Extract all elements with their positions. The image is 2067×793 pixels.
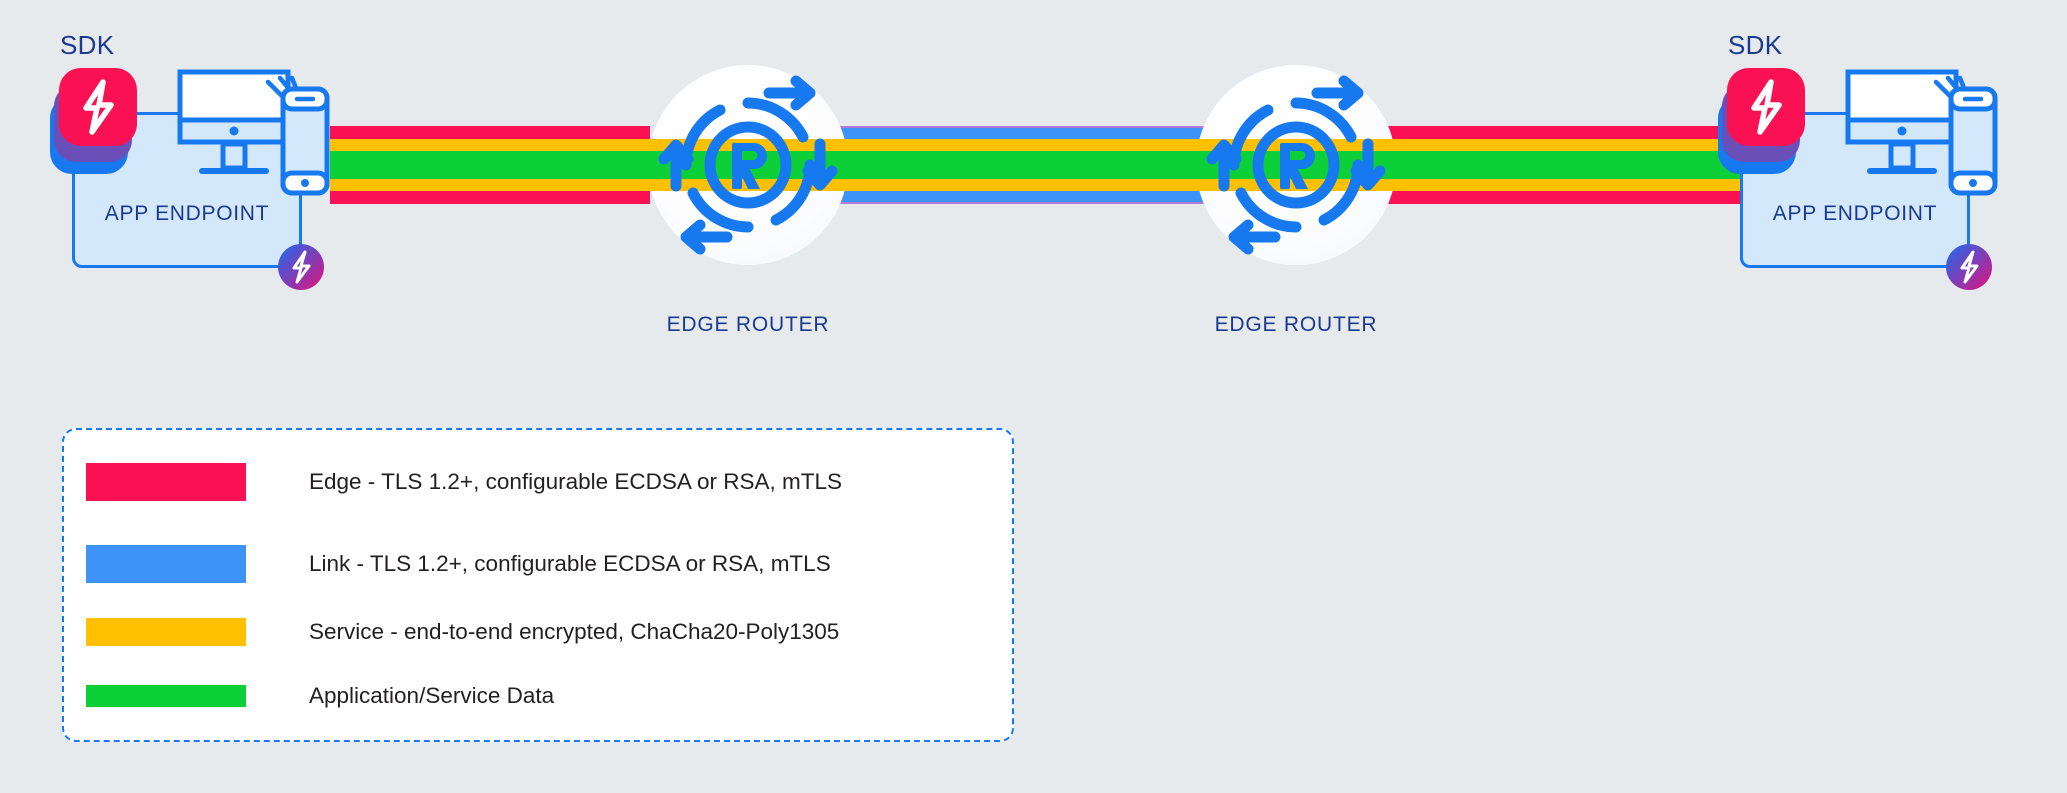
endpoint-right-devices xyxy=(1844,68,1994,193)
endpoint-right-label: APP ENDPOINT xyxy=(1772,202,1938,225)
ziti-bolt-badge-icon xyxy=(1946,244,1992,290)
stripe-data-green xyxy=(800,151,1220,179)
lightning-bolt-icon xyxy=(1751,79,1782,135)
lightning-bolt-icon xyxy=(83,79,114,135)
endpoint-left-devices xyxy=(176,68,326,193)
endpoint-left-phone xyxy=(280,86,330,201)
router-right-icon-wrap xyxy=(1196,65,1396,265)
stripe-link-blue-bottom xyxy=(800,191,1220,202)
router-left-icon-wrap xyxy=(648,65,848,265)
endpoint-left-badge xyxy=(277,243,325,291)
connection-link-middle xyxy=(800,126,1220,204)
stripe-edge-red-top xyxy=(1370,126,1740,139)
endpoint-left-sdk-stack xyxy=(50,62,150,174)
router-letter-r xyxy=(1280,143,1315,189)
legend-label-link: Link - TLS 1.2+, configurable ECDSA or R… xyxy=(309,551,831,576)
legend-swatch-edge xyxy=(86,463,246,501)
desktop-monitor-icon xyxy=(1845,69,1967,174)
legend-label-service: Service - end-to-end encrypted, ChaCha20… xyxy=(309,619,840,644)
stripe-service-yellow-bottom xyxy=(330,179,650,191)
stripe-service-yellow-top xyxy=(330,139,650,151)
mobile-phone-icon xyxy=(1948,86,1998,196)
legend-item: Link - TLS 1.2+, configurable ECDSA or R… xyxy=(86,545,831,583)
legend-swatch-data xyxy=(86,685,246,707)
stripe-service-yellow-bottom xyxy=(800,179,1220,191)
stripe-data-green xyxy=(330,151,650,179)
ziti-bolt-badge-icon xyxy=(278,244,324,290)
connection-edge-right xyxy=(1370,126,1740,204)
connection-edge-left xyxy=(330,126,650,204)
legend-swatch-service xyxy=(86,618,246,646)
endpoint-right-phone xyxy=(1948,86,1998,201)
mobile-phone-icon xyxy=(280,86,330,196)
router-arrows-icon xyxy=(1206,75,1386,255)
stripe-link-blue-top xyxy=(800,128,1220,139)
router-left-label: EDGE ROUTER xyxy=(666,313,830,336)
legend-item: Service - end-to-end encrypted, ChaCha20… xyxy=(86,618,839,646)
endpoint-left-sdk-label: SDK xyxy=(60,30,115,60)
stripe-link-purple-top xyxy=(800,126,1220,128)
endpoint-left-label: APP ENDPOINT xyxy=(104,202,270,225)
legend-label-data: Application/Service Data xyxy=(309,683,555,708)
legend-swatch-link xyxy=(86,545,246,583)
stripe-service-yellow-bottom xyxy=(1370,179,1740,191)
endpoint-right-sdk-stack xyxy=(1718,62,1818,174)
router-letter-r xyxy=(732,143,767,189)
endpoint-right-sdk-label: SDK xyxy=(1728,30,1783,60)
stripe-edge-red-bottom xyxy=(1370,191,1740,204)
legend-item: Application/Service Data xyxy=(86,683,554,709)
router-arrows-icon xyxy=(658,75,838,255)
router-right-label: EDGE ROUTER xyxy=(1214,313,1378,336)
stripe-edge-red-bottom xyxy=(330,191,650,204)
stripe-service-yellow-top xyxy=(1370,139,1740,151)
legend-panel: Edge - TLS 1.2+, configurable ECDSA or R… xyxy=(62,428,1014,742)
sdk-layer-red xyxy=(1727,68,1805,146)
legend-label-edge: Edge - TLS 1.2+, configurable ECDSA or R… xyxy=(309,469,842,494)
stripe-edge-red-top xyxy=(330,126,650,139)
stripe-data-green xyxy=(1370,151,1740,179)
stripe-link-purple-bottom xyxy=(800,202,1220,204)
legend-item: Edge - TLS 1.2+, configurable ECDSA or R… xyxy=(86,463,842,501)
stripe-service-yellow-top xyxy=(800,139,1220,151)
endpoint-right-badge xyxy=(1945,243,1993,291)
desktop-monitor-icon xyxy=(177,69,299,174)
sdk-layer-red xyxy=(59,68,137,146)
